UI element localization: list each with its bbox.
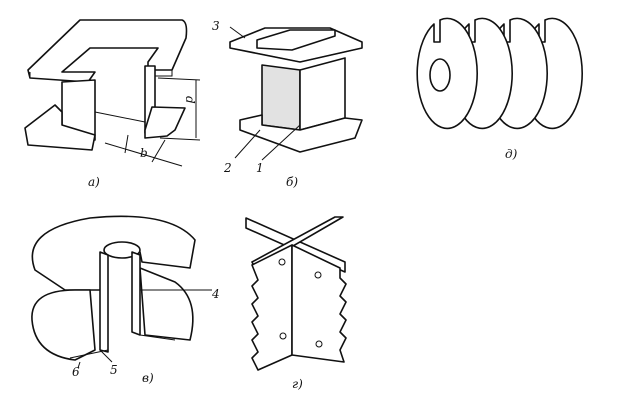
callout-2: 2 [223, 161, 232, 175]
callout-4: 4 [211, 287, 220, 301]
figure-c-caption: в) [142, 371, 154, 385]
figure-e-slotted-discs: д) [416, 17, 583, 161]
figure-d-cross-frame: г) [245, 216, 347, 391]
figure-b-sleeve-bobbin: 3 2 1 б) [212, 19, 363, 189]
figure-d-caption: г) [292, 377, 303, 391]
figure-a-caption: а) [88, 175, 100, 189]
figure-b-caption: б) [286, 175, 298, 189]
callout-5: 5 [110, 363, 118, 377]
dimension-d-label: d [183, 96, 197, 104]
callout-3: 3 [212, 19, 220, 33]
figure-a-split-frame: d b а) [24, 19, 201, 189]
dimension-b-label: b [140, 146, 148, 160]
callout-1: 1 [256, 161, 264, 175]
figure-c-round-bobbin: 4 5 6 в) [31, 215, 220, 385]
callout-6: 6 [72, 365, 80, 379]
figure-e-caption: д) [505, 147, 518, 161]
